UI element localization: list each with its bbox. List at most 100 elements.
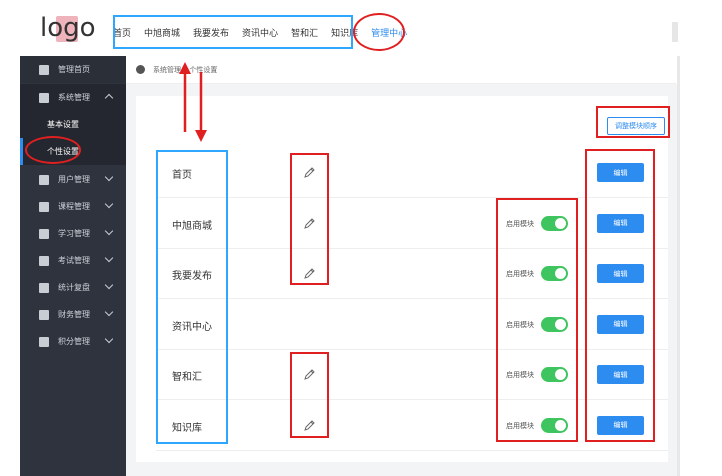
arrow-down-icon: [195, 72, 207, 142]
home-icon: [39, 64, 49, 75]
annotation-red-oval-sidebar: [25, 136, 81, 164]
module-name: 资讯中心: [172, 321, 212, 333]
exam-icon: [39, 255, 49, 266]
pencil-icon[interactable]: [302, 217, 316, 231]
pencil-icon[interactable]: [302, 368, 316, 382]
toggle-knob: [555, 419, 566, 431]
adjust-module-order-button[interactable]: 调整模块顺序: [607, 117, 665, 135]
edit-button[interactable]: 编辑: [597, 314, 644, 334]
module-name: 智和汇: [172, 372, 202, 384]
nav-item-zhihehui[interactable]: 智和汇: [291, 28, 319, 39]
edit-button[interactable]: 编辑: [597, 264, 644, 284]
module-name: 中旭商城: [172, 220, 212, 232]
chevron-down-icon: [104, 334, 114, 344]
nav-item-home[interactable]: 首页: [113, 28, 132, 39]
chevron-down-icon: [104, 199, 114, 209]
logo-mark: [56, 16, 78, 42]
enable-module-toggle[interactable]: [541, 215, 568, 231]
breadcrumb-item: 个性设置: [189, 65, 218, 74]
module-row: [156, 350, 668, 400]
chevron-up-icon: [104, 93, 114, 103]
annotation-red-box-edit-buttons: [585, 149, 655, 442]
sidebar-item-finance[interactable]: 财务管理: [20, 301, 126, 328]
chart-icon: [39, 282, 49, 293]
enable-module-toggle[interactable]: [541, 367, 568, 383]
annotation-blue-box-nav: [113, 15, 353, 49]
book-icon: [39, 228, 49, 239]
sidebar-item-learning[interactable]: 学习管理: [20, 220, 126, 247]
enable-module-label: 启用模块: [506, 320, 534, 329]
sidebar-item-label: 用户管理: [58, 175, 90, 184]
enable-module-label: 启用模块: [506, 421, 534, 430]
sidebar-item-label: 系统管理: [58, 93, 90, 102]
module-row: [156, 148, 668, 198]
pencil-icon[interactable]: [302, 267, 316, 281]
monitor-icon: [39, 201, 49, 212]
module-name: 首页: [172, 170, 192, 182]
sidebar-item-courses[interactable]: 课程管理: [20, 193, 126, 220]
nav-item-news[interactable]: 资讯中心: [242, 28, 279, 39]
pencil-icon[interactable]: [302, 166, 316, 180]
chevron-down-icon: [104, 172, 114, 182]
sidebar-item-home[interactable]: 管理首页: [20, 56, 126, 83]
gear-icon: [39, 92, 49, 103]
settings-card: [136, 96, 668, 462]
logo-text: logo: [40, 13, 96, 43]
edit-button[interactable]: 编辑: [597, 163, 644, 183]
enable-module-toggle[interactable]: [541, 316, 568, 332]
toggle-knob: [555, 369, 566, 381]
user-icon: [39, 174, 49, 185]
nav-item-knowledge[interactable]: 知识库: [331, 28, 359, 39]
sidebar-item-label: 考试管理: [58, 256, 90, 265]
scrollbar[interactable]: [677, 56, 680, 476]
enable-module-label: 启用模块: [506, 371, 534, 380]
chevron-down-icon: [104, 226, 114, 236]
sidebar-item-system[interactable]: 系统管理: [20, 84, 126, 111]
sidebar-item-label: 学习管理: [58, 229, 90, 238]
sidebar-item-label: 管理首页: [58, 65, 90, 74]
sidebar-item-points[interactable]: 积分管理: [20, 328, 126, 355]
annotation-red-box-pencil-bottom: [290, 352, 329, 438]
chevron-down-icon: [104, 253, 114, 263]
sidebar: 管理首页 系统管理 基本设置 个性设置 用户管理 课程管理 学习管理 考试管理 …: [20, 56, 126, 476]
module-row: [156, 199, 668, 249]
annotation-arrows: [179, 62, 207, 142]
enable-module-toggle[interactable]: [541, 266, 568, 282]
sidebar-item-label: 财务管理: [58, 310, 90, 319]
arrow-up-icon: [179, 62, 191, 132]
chevron-down-icon: [104, 280, 114, 290]
module-row: [156, 401, 668, 451]
finance-icon: [39, 309, 49, 320]
points-icon: [39, 336, 49, 347]
nav-item-mall[interactable]: 中旭商城: [144, 28, 181, 39]
top-bar: logo 首页 中旭商城 我要发布 资讯中心 智和汇 知识库 管理中心: [0, 0, 722, 56]
toggle-knob: [555, 268, 566, 280]
sidebar-subitem-basic[interactable]: 基本设置: [20, 111, 126, 138]
enable-module-toggle[interactable]: [541, 417, 568, 433]
sidebar-item-label: 课程管理: [58, 202, 90, 211]
sidebar-item-stats[interactable]: 统计复盘: [20, 274, 126, 301]
top-bar-edge: [672, 22, 678, 42]
sidebar-subitem-label: 基本设置: [47, 120, 79, 129]
enable-module-label: 启用模块: [506, 270, 534, 279]
pencil-icon[interactable]: [302, 419, 316, 433]
annotation-red-box-adjust: [596, 106, 670, 138]
nav-item-publish[interactable]: 我要发布: [193, 28, 230, 39]
edit-button[interactable]: 编辑: [597, 365, 644, 385]
module-name: 知识库: [172, 422, 202, 434]
edit-button[interactable]: 编辑: [597, 213, 644, 233]
gear-icon: [136, 65, 145, 74]
annotation-red-oval-nav: [353, 13, 405, 51]
annotation-red-box-pencil-top: [290, 153, 329, 285]
sidebar-item-label: 统计复盘: [58, 283, 90, 292]
chevron-down-icon: [104, 307, 114, 317]
module-row: [156, 249, 668, 299]
breadcrumb-item[interactable]: 系统管理: [153, 65, 181, 74]
sidebar-item-users[interactable]: 用户管理: [20, 166, 126, 193]
module-name: 我要发布: [172, 271, 212, 283]
logo[interactable]: logo: [30, 10, 102, 48]
annotation-red-box-toggles: [496, 198, 578, 442]
edit-button[interactable]: 编辑: [597, 415, 644, 435]
annotation-blue-box-labels: [156, 150, 228, 444]
sidebar-item-exams[interactable]: 考试管理: [20, 247, 126, 274]
